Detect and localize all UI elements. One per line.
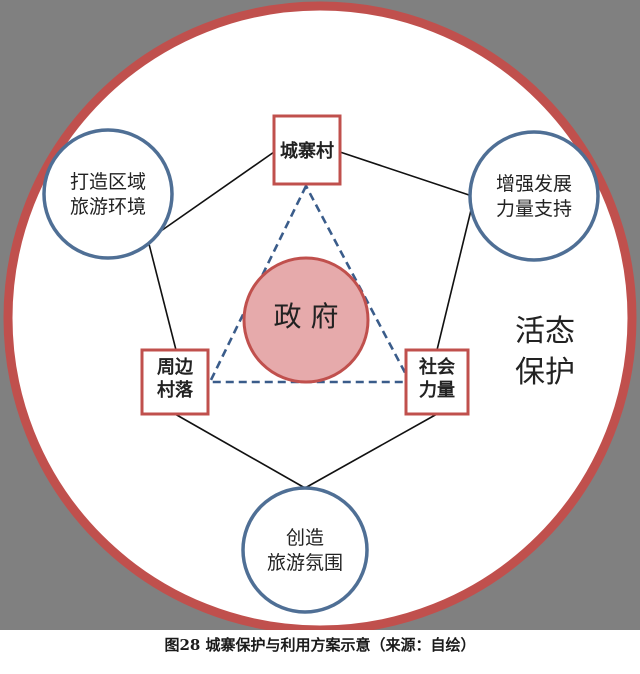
node-label-top: 城寨村: [280, 141, 334, 162]
satellite-label-bottom: 创造 旅游氛围: [243, 526, 367, 575]
satellite-label-top-right-line2: 力量支持: [495, 197, 572, 220]
node-label-right: 社会 力量: [406, 356, 468, 403]
satellite-label-top-right: 增强发展 力量支持: [470, 172, 598, 221]
satellite-label-bottom-line2: 旅游氛围: [266, 551, 343, 574]
satellite-circle-bottom: [241, 486, 369, 614]
side-label-line1: 活态: [515, 314, 575, 349]
satellite-label-top-left: 打造区域 旅游环境: [44, 170, 172, 219]
node-label-left: 周边 村落: [142, 356, 208, 403]
center-circle: [242, 256, 370, 384]
node-label-left-line1: 周边: [157, 357, 193, 378]
satellite-label-top-left-line2: 旅游环境: [69, 195, 146, 218]
side-label-line2: 保护: [515, 354, 575, 390]
satellite-label-bottom-line1: 创造: [285, 527, 324, 549]
figure-caption: 图28 城寨保护与利用方案示意（来源：自绘）: [164, 636, 476, 654]
center-label: 政 府: [273, 300, 339, 333]
satellite-circle-top-right: [468, 130, 600, 262]
node-label-left-line2: 村落: [157, 380, 193, 402]
node-box-right: [404, 348, 470, 416]
node-label-right-line2: 力量: [419, 380, 455, 402]
diagram-svg: [3, 1, 637, 630]
satellite-label-top-left-line1: 打造区域: [69, 171, 146, 193]
satellite-circle-top-left: [42, 128, 174, 260]
node-box-top: [272, 114, 342, 186]
side-label: 活态 保护: [500, 312, 590, 393]
line-right-node: [436, 205, 473, 351]
line-top-right: [339, 151, 473, 197]
line-left-node: [147, 239, 177, 351]
node-label-right-line1: 社会: [419, 357, 455, 378]
line-left-bottom: [174, 413, 306, 489]
node-box-left: [140, 348, 210, 416]
line-right-bottom: [304, 413, 438, 489]
pentagon-lines: [147, 151, 473, 489]
line-top-left: [147, 151, 275, 241]
satellite-label-top-right-line1: 增强发展: [495, 173, 572, 195]
